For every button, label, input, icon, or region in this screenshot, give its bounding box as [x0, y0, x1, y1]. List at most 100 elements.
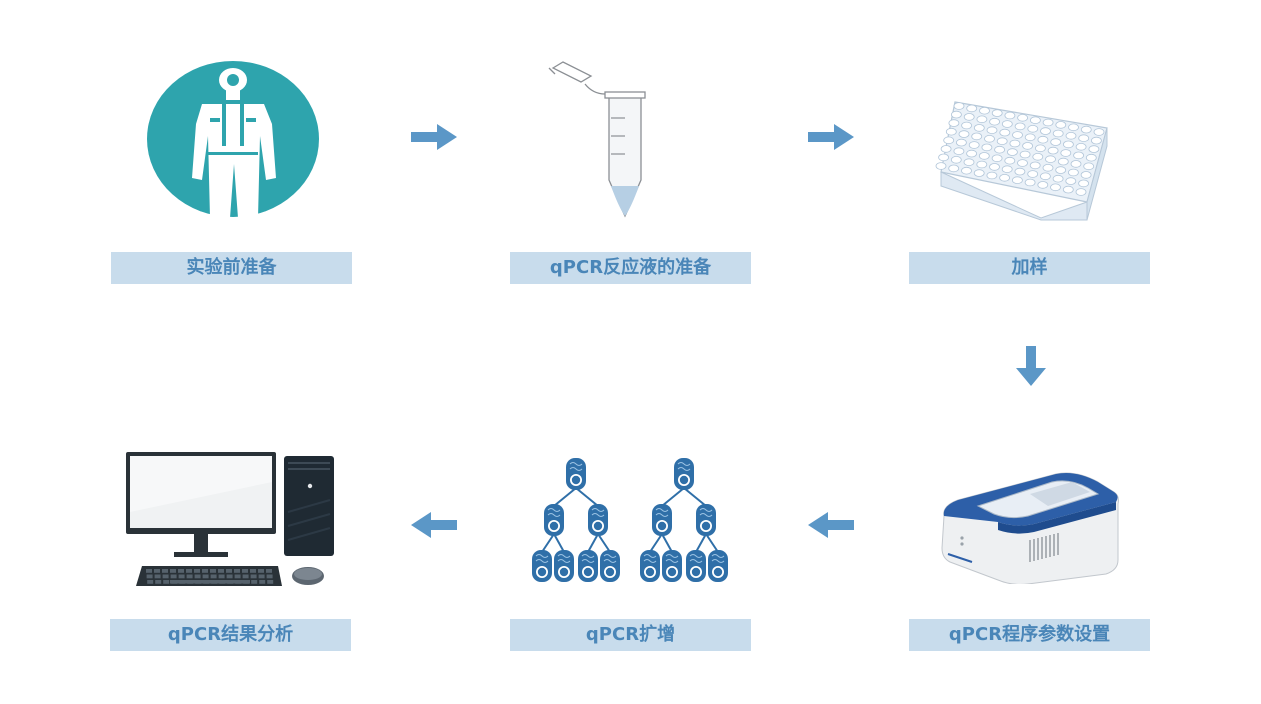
well-icon [999, 174, 1010, 182]
key-icon [202, 569, 208, 573]
key-icon [154, 574, 161, 579]
spacebar-icon [170, 580, 250, 584]
well-icon [976, 115, 988, 124]
well-icon [1024, 133, 1036, 142]
cell-icon [708, 550, 728, 582]
well-icon [1035, 144, 1046, 153]
cell-icon [588, 504, 608, 536]
well-icon [1067, 168, 1079, 177]
well-icon [1030, 116, 1041, 125]
well-icon [1017, 159, 1028, 167]
well-icon [943, 136, 955, 145]
key-icon [251, 580, 258, 584]
key-icon [147, 580, 154, 584]
key-icon [178, 569, 184, 573]
link-line [553, 487, 577, 507]
computer-icon [126, 452, 334, 586]
link-line [705, 533, 719, 553]
key-icon [234, 569, 240, 573]
cell-icon [696, 504, 716, 536]
well-icon [1050, 138, 1062, 146]
well-icon [1024, 178, 1036, 187]
link-line [575, 487, 599, 507]
well-icon [979, 106, 990, 115]
well-icon [1093, 128, 1105, 136]
well-icon [976, 160, 988, 169]
well-icon [1019, 150, 1031, 159]
cell-icon [674, 458, 694, 490]
well-plate-icon [935, 101, 1108, 221]
well-icon [950, 110, 962, 119]
well-icon [948, 164, 960, 173]
well-icon [950, 156, 962, 164]
key-icon [155, 580, 162, 584]
link-line [587, 533, 599, 553]
amplification-icon [532, 458, 728, 582]
well-icon [1075, 142, 1087, 151]
well-icon [1080, 171, 1092, 179]
well-icon [1088, 145, 1100, 153]
well-icon [1032, 153, 1044, 161]
step-label: qPCR反应液的准备 [510, 252, 751, 284]
cell-icon [566, 458, 586, 490]
key-icon [186, 574, 193, 579]
well-icon [973, 169, 985, 177]
key-icon [242, 574, 249, 579]
key-icon [218, 574, 225, 579]
key-icon [186, 569, 192, 573]
well-icon [1075, 188, 1087, 196]
well-icon [945, 127, 957, 136]
well-icon [986, 171, 998, 180]
key-icon [162, 574, 169, 579]
well-icon [999, 128, 1011, 137]
key-icon [170, 574, 177, 579]
key-icon [218, 569, 224, 573]
key-icon [194, 574, 201, 579]
step-label: 实验前准备 [111, 252, 352, 284]
key-icon [258, 574, 265, 579]
well-icon [1052, 174, 1064, 183]
key-icon [250, 569, 256, 573]
well-icon [991, 154, 1003, 163]
key-icon [266, 574, 273, 579]
well-icon [961, 166, 972, 175]
well-icon [1014, 167, 1026, 176]
key-icon [267, 580, 274, 584]
key-icon [194, 569, 200, 573]
key-icon [266, 569, 272, 573]
key-icon [226, 574, 233, 579]
well-icon [1068, 123, 1079, 132]
well-icon [1062, 140, 1074, 149]
well-icon [989, 117, 1000, 126]
well-icon [968, 141, 980, 149]
key-icon [154, 569, 160, 573]
key-icon [259, 580, 266, 584]
arrow-down-icon [1016, 346, 1046, 386]
well-icon [1040, 127, 1051, 135]
step-label: qPCR程序参数设置 [909, 619, 1150, 651]
key-icon [202, 574, 209, 579]
link-line [649, 533, 663, 553]
arrow-left-icon [808, 512, 854, 538]
key-icon [242, 569, 248, 573]
cell-icon [662, 550, 682, 582]
cell-icon [544, 504, 564, 536]
well-icon [1078, 134, 1090, 142]
well-icon [978, 152, 990, 160]
well-icon [963, 113, 975, 121]
well-icon [1055, 121, 1067, 129]
well-icon [1027, 124, 1039, 133]
key-icon [146, 569, 152, 573]
well-icon [989, 163, 1000, 171]
well-icon [1085, 153, 1097, 162]
protective-suit-icon [147, 61, 319, 218]
well-icon [973, 124, 985, 132]
cell-icon [532, 550, 552, 582]
well-icon [948, 119, 960, 127]
well-icon [961, 121, 973, 130]
arrow-left-icon [411, 512, 457, 538]
centrifuge-tube-icon [548, 61, 646, 218]
link-line [661, 533, 673, 553]
well-icon [1065, 177, 1077, 185]
well-icon [935, 162, 947, 170]
